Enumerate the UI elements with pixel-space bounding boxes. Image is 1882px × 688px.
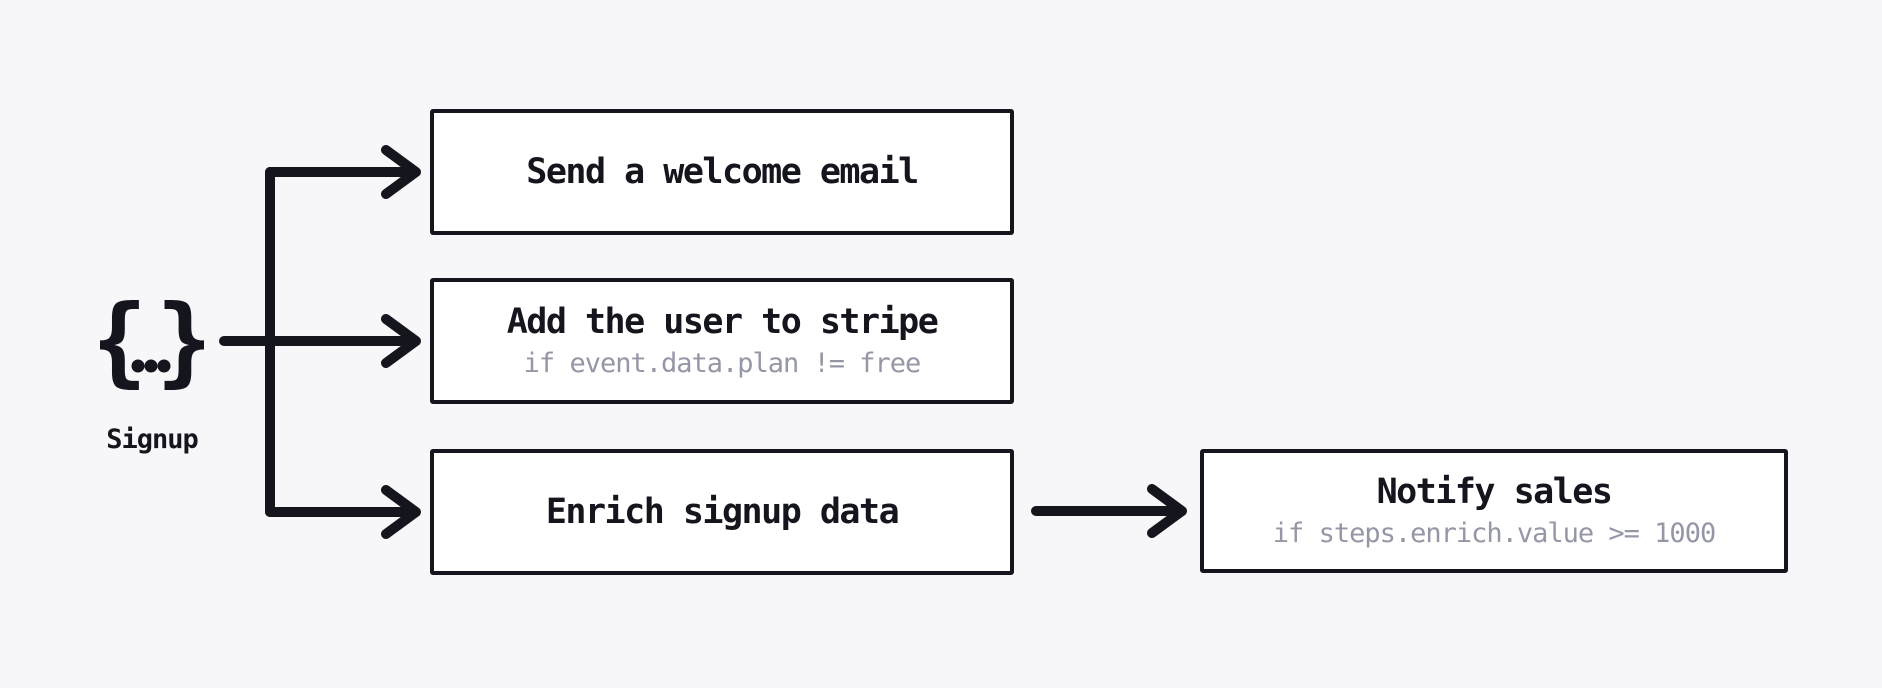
- step-condition: if event.data.plan != free: [523, 347, 922, 379]
- step-title: Notify sales: [1376, 472, 1613, 513]
- workflow-step-send-welcome-email: Send a welcome email: [430, 109, 1014, 235]
- arrowhead-welcome: [381, 145, 421, 199]
- arrowhead-notify: [1147, 484, 1187, 538]
- step-condition: if steps.enrich.value >= 1000: [1272, 517, 1716, 549]
- workflow-step-add-user-to-stripe: Add the user to stripe if event.data.pla…: [430, 278, 1014, 404]
- event-brace-right: }: [156, 296, 204, 396]
- event-dot: [157, 359, 171, 373]
- event-dot: [144, 359, 158, 373]
- workflow-step-enrich-signup-data: Enrich signup data: [430, 449, 1014, 575]
- arrowhead-enrich: [381, 485, 421, 539]
- event-label-signup: Signup: [106, 424, 199, 455]
- arrowhead-stripe: [381, 314, 421, 368]
- step-title: Add the user to stripe: [506, 302, 939, 343]
- event-dot: [131, 359, 145, 373]
- step-title: Send a welcome email: [526, 151, 919, 192]
- workflow-step-notify-sales: Notify sales if steps.enrich.value >= 10…: [1200, 449, 1788, 573]
- event-payload-icon: { }: [100, 296, 204, 396]
- event-brace-left: {: [100, 296, 147, 396]
- step-title: Enrich signup data: [545, 491, 900, 532]
